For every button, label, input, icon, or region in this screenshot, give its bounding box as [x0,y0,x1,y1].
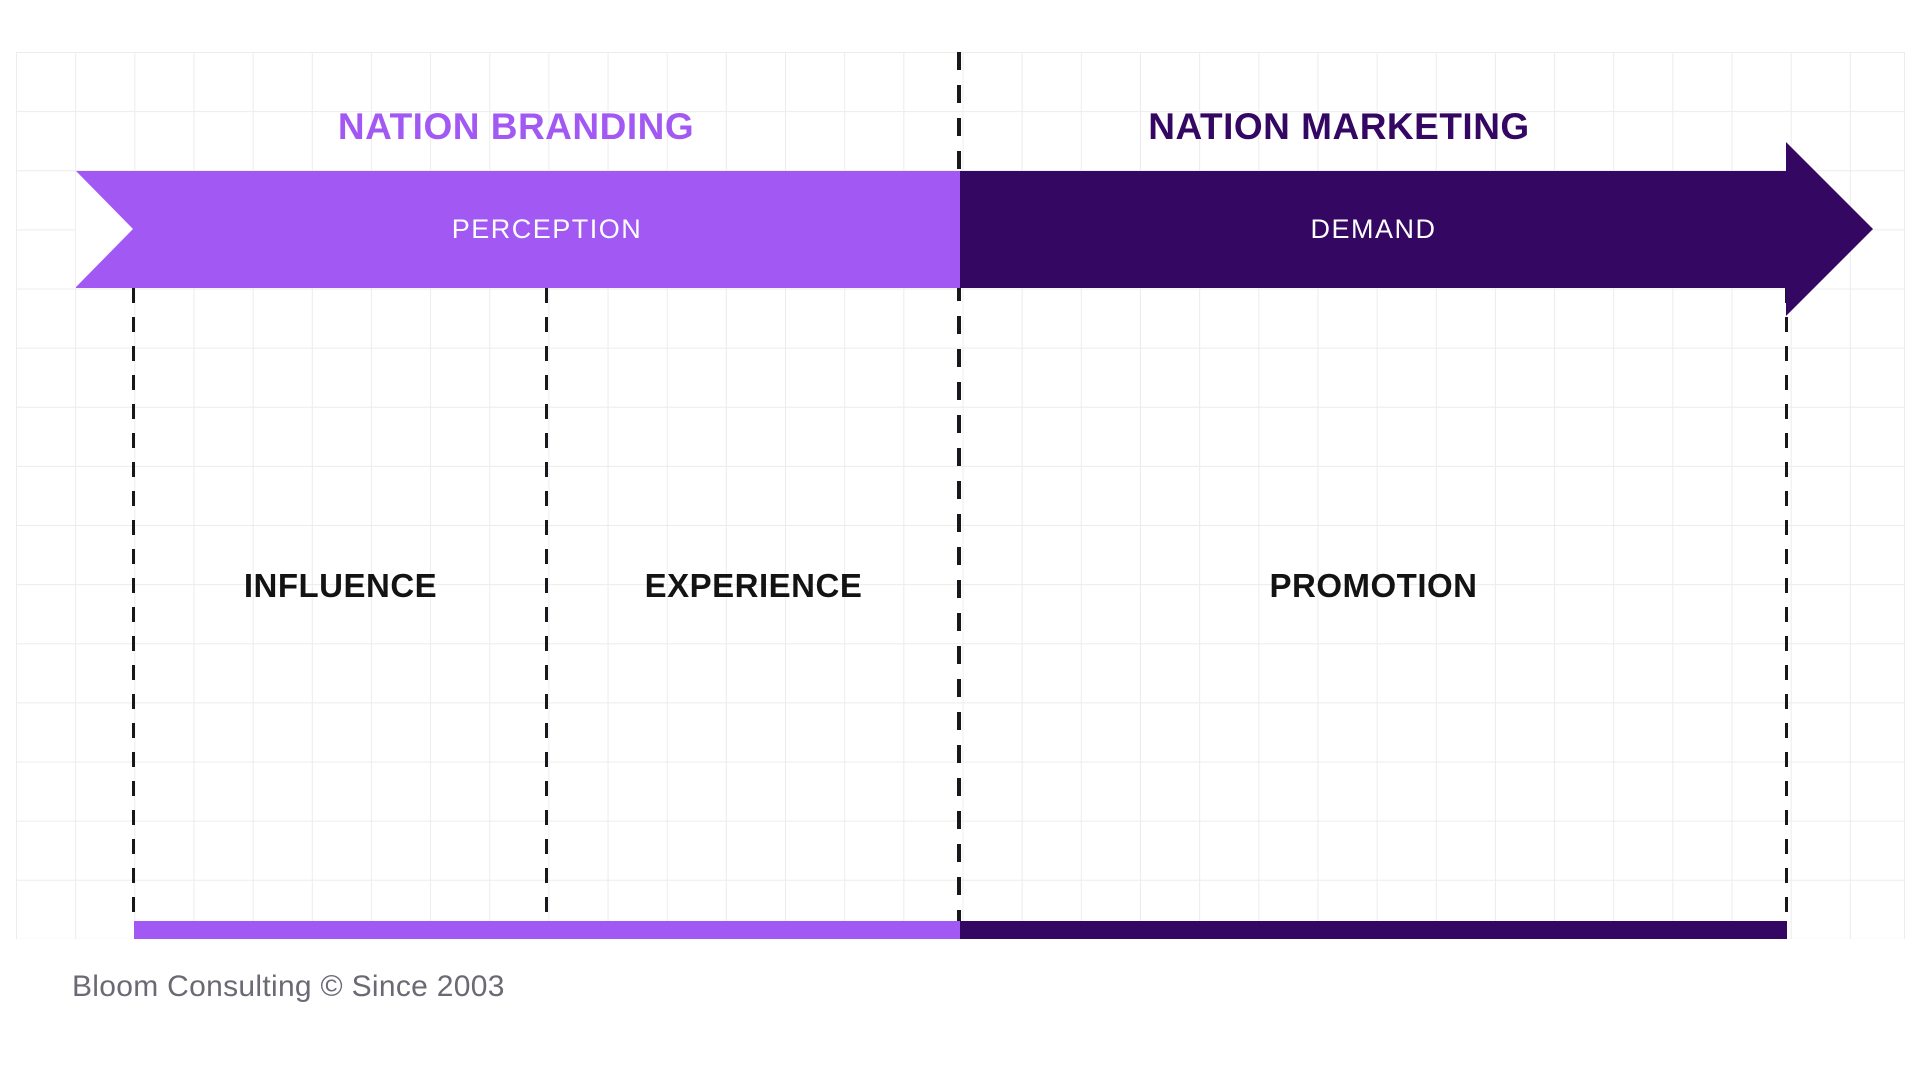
nation-branding-title: NATION BRANDING [337,106,695,147]
section-label-promotion: PROMOTION [1269,567,1478,604]
arrow-tail-notch [76,171,133,287]
perception-arrow-band [76,171,960,288]
demand-label: DEMAND [1310,214,1437,244]
timeline-bar-marketing [960,921,1787,939]
footer-credit: Bloom Consulting © Since 2003 [72,970,505,1003]
promotion-right-dashed-line [1785,288,1788,921]
arrow-head [1786,142,1873,316]
demand-arrow-band [960,171,1786,288]
influence-left-dashed-line [132,288,135,921]
center-divider-dashed-line [957,52,961,921]
perception-label: PERCEPTION [451,214,643,244]
influence-experience-dashed-line [545,288,548,921]
nation-marketing-title: NATION MARKETING [1148,106,1530,147]
timeline-bar-branding [134,921,960,939]
section-label-experience: EXPERIENCE [644,567,863,604]
section-label-influence: INFLUENCE [243,567,438,604]
